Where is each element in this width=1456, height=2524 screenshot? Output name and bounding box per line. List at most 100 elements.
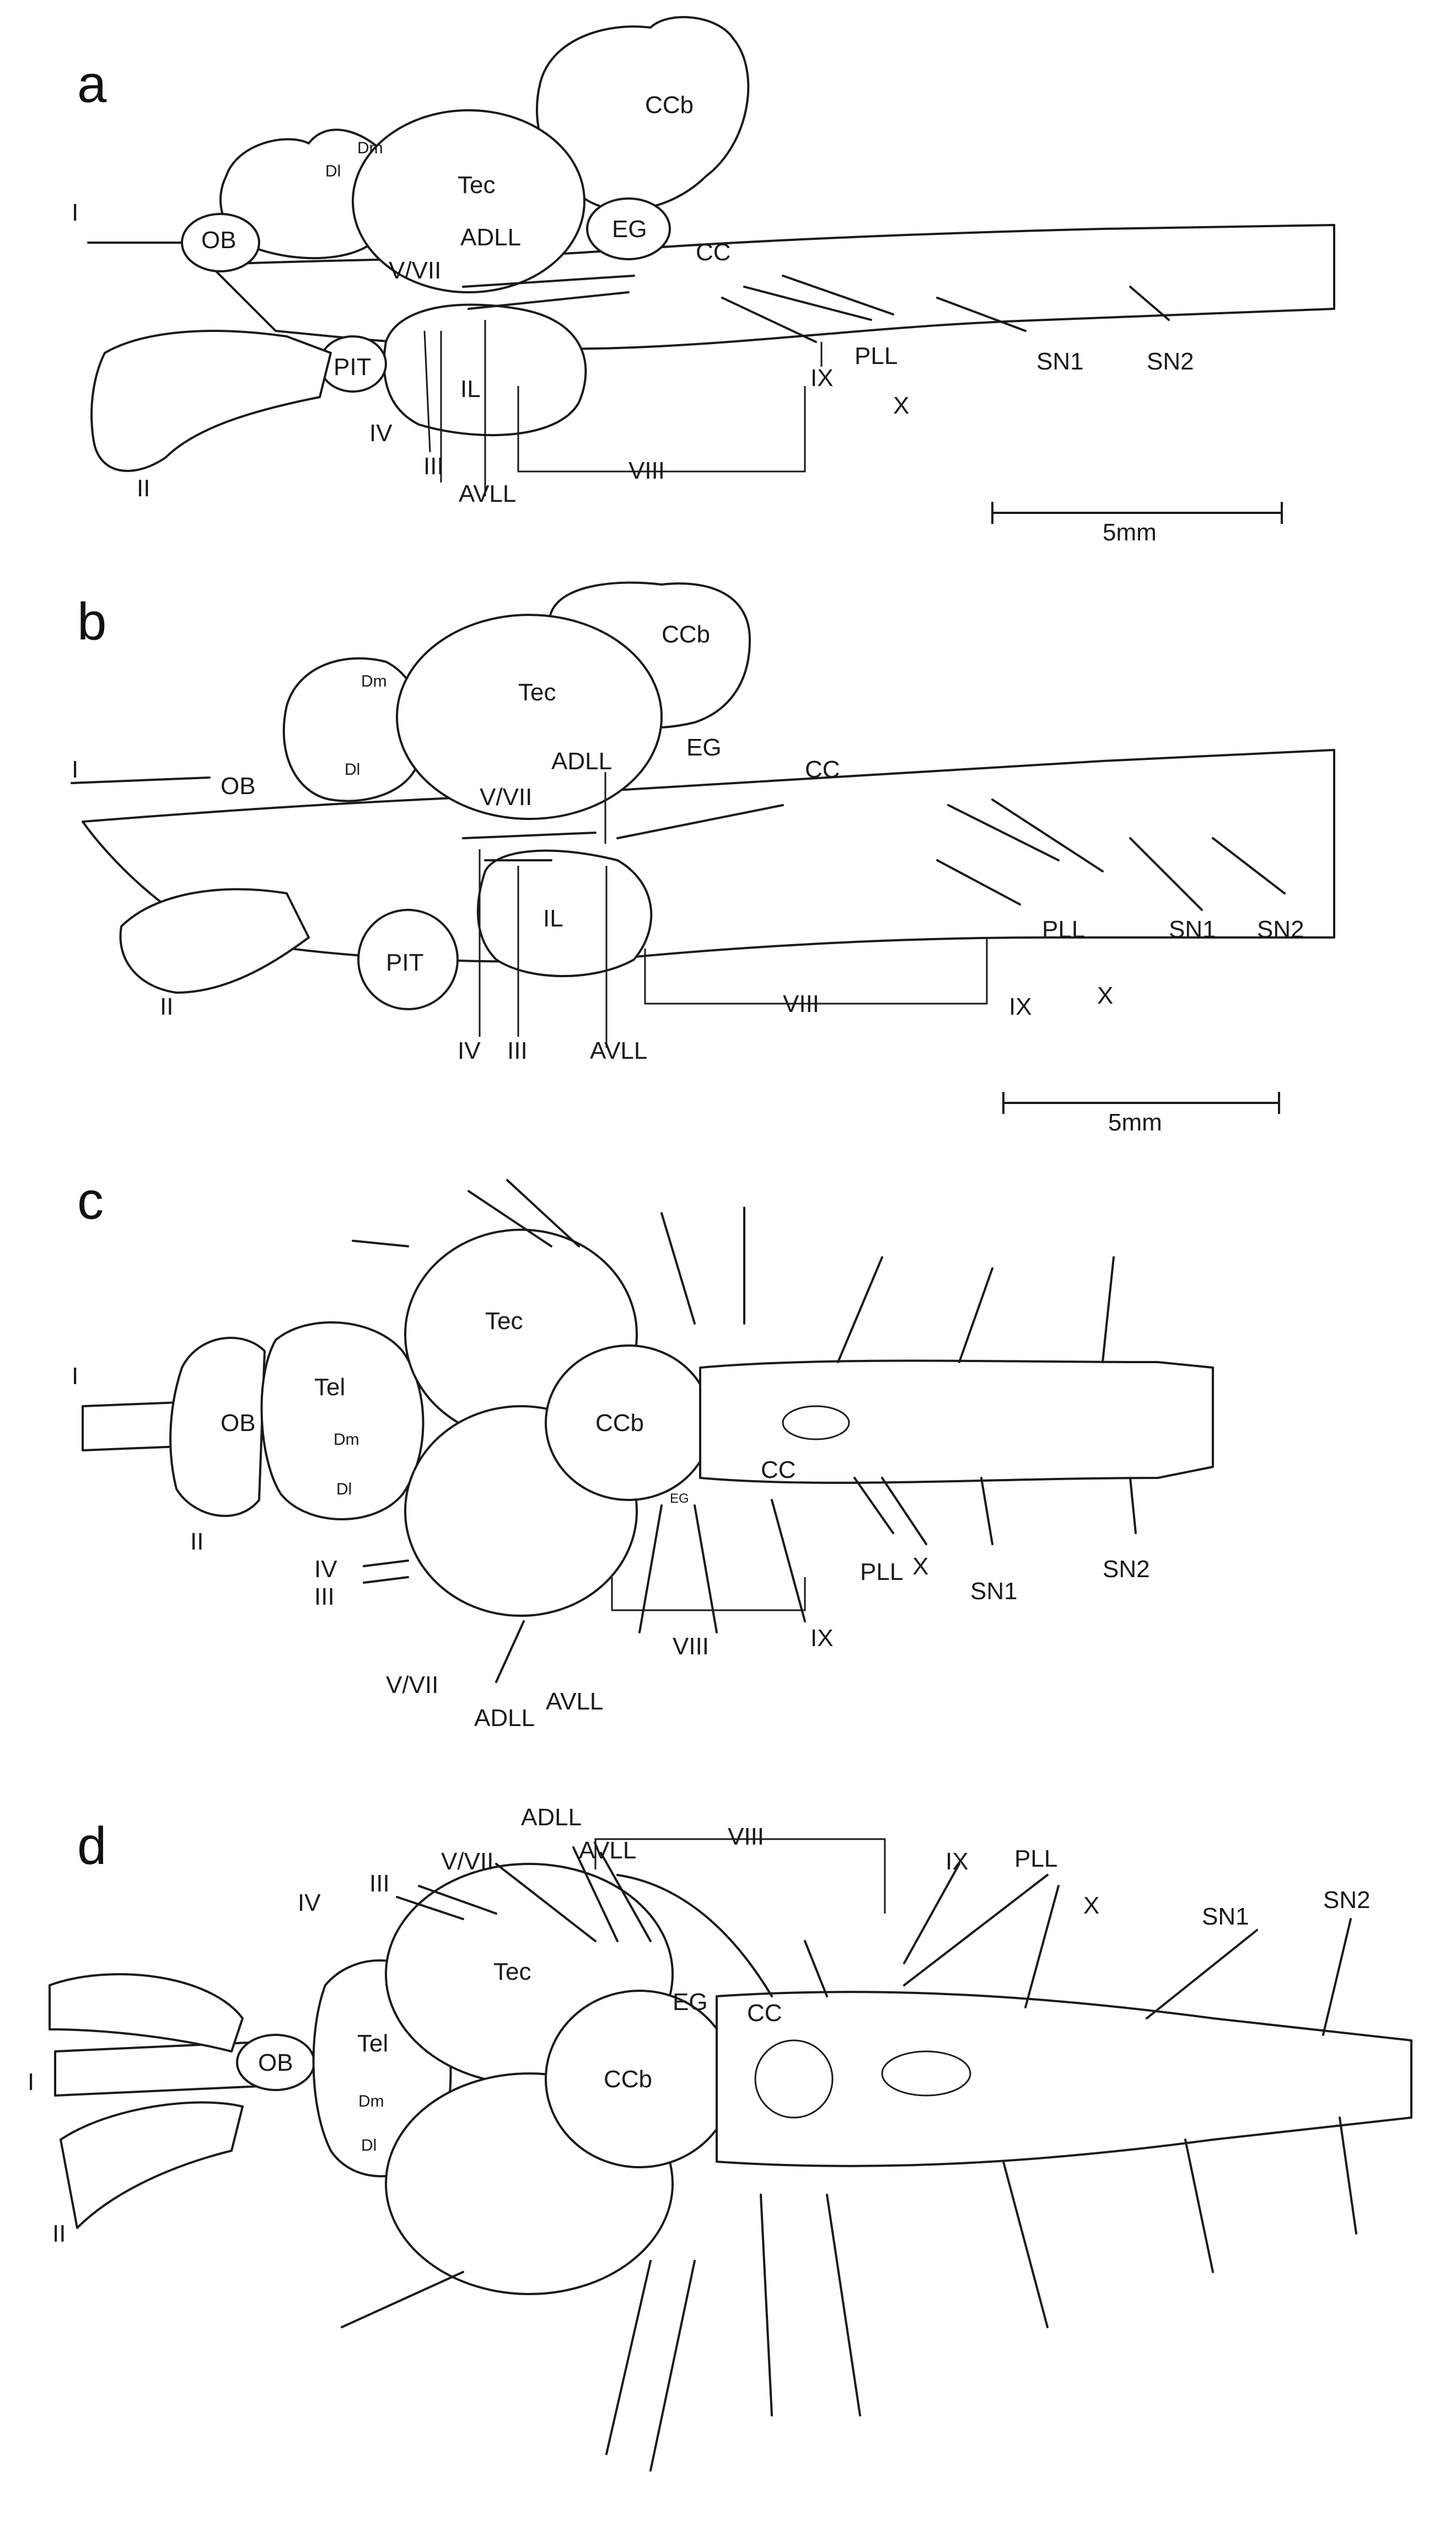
ventricle-d-1: [754, 2039, 834, 2119]
label-c-SN1: SN1: [970, 1578, 1018, 1605]
label-a-Dl: Dl: [325, 162, 341, 180]
scale-bar-a: [991, 502, 1283, 524]
label-b-IX: IX: [1009, 993, 1032, 1020]
label-c-CC: CC: [761, 1456, 796, 1483]
inferior-lobe-b: [476, 849, 653, 977]
label-a-PIT: PIT: [334, 353, 371, 381]
label-a-Dm: Dm: [357, 139, 383, 157]
scale-bar-b: [1002, 1092, 1280, 1114]
nerve-b-IX: [936, 859, 1021, 905]
nerve-ADLL: [462, 275, 635, 288]
label-d-AVLL: AVLL: [579, 1837, 636, 1864]
label-d-CCb: CCb: [604, 2066, 652, 2093]
nerve-c-IX: [771, 1499, 806, 1622]
nerve-d-bottom-2: [605, 2260, 652, 2455]
label-c-PLL: PLL: [860, 1558, 903, 1585]
optic-nerve-II-b: [119, 888, 310, 994]
label-a-PLL: PLL: [855, 342, 898, 369]
nerve-c-VIII-a: [638, 1504, 663, 1633]
label-c-Dl: Dl: [336, 1480, 352, 1498]
optic-nerve-II-bottom-d: [60, 2101, 244, 2229]
scale-label-a: 5mm: [1103, 519, 1157, 546]
nerve-c-top-7: [1102, 1256, 1115, 1363]
panel-d: d ADLL AVLL VIII: [28, 1804, 1412, 2472]
nerve-c-VIII-b: [694, 1504, 718, 1633]
label-c-III: III: [314, 1583, 335, 1610]
label-d-SN1: SN1: [1202, 1903, 1249, 1930]
label-d-VIII: VIII: [728, 1823, 764, 1850]
nerve-c-X: [881, 1477, 927, 1545]
label-d-X: X: [1083, 1892, 1099, 1919]
nerve-d-IV: [396, 1896, 464, 1920]
label-c-SN2: SN2: [1103, 1556, 1150, 1583]
label-d-CC: CC: [747, 2000, 782, 2027]
label-d-Dm: Dm: [358, 2092, 384, 2110]
nerve-b-SN1: [1129, 837, 1203, 911]
nerve-d-bottom-1: [341, 2271, 464, 2328]
label-d-SN2: SN2: [1323, 1887, 1371, 1914]
label-b-CC: CC: [805, 756, 840, 783]
leader-IV: [423, 330, 431, 453]
label-b-SN1: SN1: [1169, 916, 1216, 943]
label-d-EG: EG: [673, 1989, 708, 2016]
nerve-c-top-3: [660, 1212, 696, 1325]
nerve-d-bottom-6: [1002, 2161, 1049, 2328]
label-a-VVII: V/VII: [389, 257, 441, 284]
label-a-VIII: VIII: [628, 457, 665, 484]
label-d-III: III: [369, 1870, 390, 1897]
label-b-Dm: Dm: [361, 672, 387, 690]
label-c-OB: OB: [221, 1410, 256, 1437]
label-d-PLL: PLL: [1014, 1845, 1057, 1872]
label-b-PIT: PIT: [386, 949, 423, 976]
nerve-X: [782, 275, 894, 315]
label-c-CCb: CCb: [595, 1410, 644, 1437]
label-d-Dl: Dl: [361, 2136, 377, 2155]
nerve-c-III: [363, 1576, 409, 1584]
nerve-c-top-1: [468, 1190, 552, 1247]
label-a-ADLL: ADLL: [460, 224, 521, 251]
label-a-SN2: SN2: [1147, 348, 1194, 375]
optic-tectum-b: [396, 614, 663, 820]
nerve-d-SN2: [1322, 1918, 1352, 2036]
label-b-OB: OB: [221, 773, 256, 800]
fourth-ventricle-c: [782, 1405, 850, 1440]
panel-b-letter: b: [77, 592, 106, 651]
nerve-d-bottom-3: [649, 2260, 696, 2472]
label-b-VIII: VIII: [783, 990, 819, 1017]
label-a-CCb: CCb: [645, 92, 694, 119]
nerve-d-bottom-8: [1339, 2116, 1357, 2234]
label-a-Tec: Tec: [458, 172, 495, 199]
nerve-b-I: [71, 776, 211, 784]
label-b-AVLL: AVLL: [590, 1037, 647, 1064]
panel-a-letter: a: [77, 55, 107, 114]
nerve-PLL: [743, 286, 872, 321]
nerve-d-IX: [903, 1863, 960, 1964]
nerve-c-top-6: [958, 1267, 993, 1363]
optic-nerve-II: [90, 330, 332, 472]
label-b-X: X: [1097, 982, 1113, 1009]
label-a-IX: IX: [810, 365, 834, 392]
nerve-d-VVII: [495, 1863, 597, 1942]
nerve-c-IV: [363, 1560, 409, 1567]
label-d-II: II: [52, 2220, 66, 2247]
nerve-c-PLL: [853, 1477, 894, 1534]
scale-label-b: 5mm: [1108, 1109, 1162, 1136]
label-a-II: II: [137, 475, 150, 502]
nerve-SN2: [1129, 286, 1170, 321]
label-d-IV: IV: [298, 1889, 321, 1916]
label-c-Tel: Tel: [314, 1374, 345, 1401]
nerve-c-top-5: [837, 1256, 883, 1363]
label-c-VIII: VIII: [673, 1633, 709, 1660]
label-a-IV: IV: [369, 420, 393, 447]
label-c-IV: IV: [314, 1556, 337, 1583]
nerve-d-III: [418, 1885, 497, 1915]
nerve-d-VIII-b: [804, 1940, 828, 1997]
nerve-d-SN1: [1146, 1929, 1258, 2019]
pituitary-b: [357, 909, 459, 1010]
label-d-Tec: Tec: [493, 1958, 531, 1985]
nerve-d-PLL: [903, 1874, 1049, 1986]
label-a-SN1: SN1: [1036, 348, 1084, 375]
panel-c: c I OB Tel Dm Dl Tec CCb: [72, 1171, 1214, 1732]
label-d-ADLL: ADLL: [521, 1804, 582, 1831]
